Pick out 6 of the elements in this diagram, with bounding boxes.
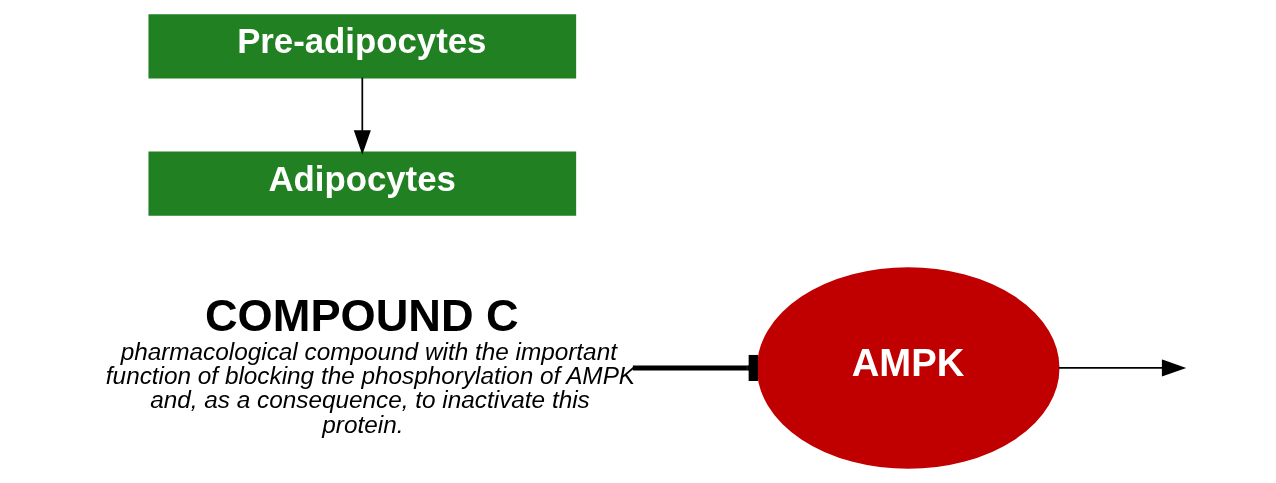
- arrow: [1057, 359, 1186, 377]
- node-ellipse: AMPK: [756, 267, 1059, 469]
- arrow: [353, 76, 371, 155]
- node-box: Adipocytes: [147, 151, 576, 216]
- node-box: Pre-adipocytes: [147, 14, 576, 79]
- node-text: COMPOUND C pharmacological compound with the important function of blocking the phosphorylation of AMPK and, as a consequence, to inactivate this protein.: [105, 290, 635, 438]
